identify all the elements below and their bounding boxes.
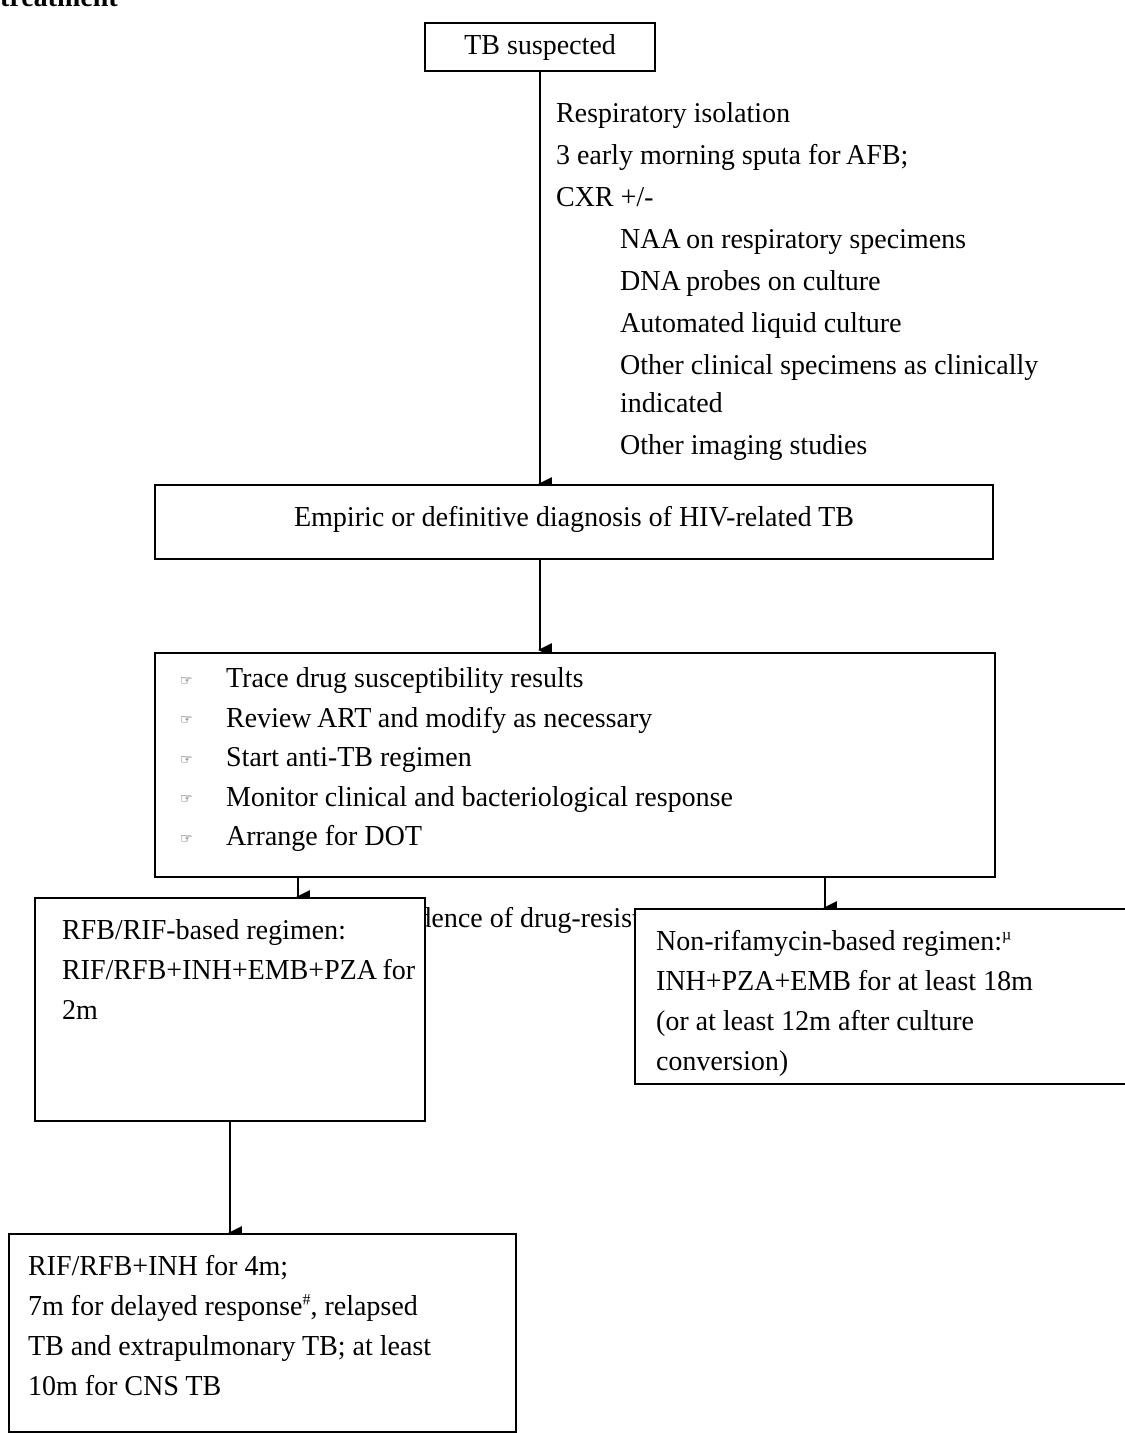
diagnosis-box: Empiric or definitive diagnosis of HIV-r…: [154, 484, 994, 560]
rif-regimen-line-1: RFB/RIF-based regimen:: [62, 915, 346, 946]
action-item: ☞Start anti-TB regimen: [180, 739, 733, 779]
tb-suspected-label: TB suspected: [464, 30, 616, 61]
page-title: treatment: [0, 0, 118, 18]
continuation-line-1: RIF/RFB+INH for 4m;: [28, 1251, 289, 1282]
pointing-hand-icon: ☞: [180, 672, 193, 689]
continuation-line-2: 7m for delayed response#, relapsed: [28, 1291, 418, 1322]
tb-suspected-box: TB suspected: [424, 22, 656, 72]
actions-list: ☞Trace drug susceptibility results ☞Revi…: [180, 660, 733, 858]
continuation-line-3: TB and extrapulmonary TB; at least: [28, 1331, 432, 1362]
mu-footnote-marker: µ: [1001, 926, 1012, 944]
workup-subitem-2: DNA probes on culture: [620, 266, 881, 297]
non-rif-regimen-box: Non-rifamycin-based regimen:µ INH+PZA+EM…: [634, 908, 1125, 1085]
actions-box: ☞Trace drug susceptibility results ☞Revi…: [154, 652, 996, 878]
workup-item-2: 3 early morning sputa for AFB;: [556, 140, 909, 171]
pointing-hand-icon: ☞: [180, 751, 193, 768]
workup-subitem-3: Automated liquid culture: [620, 308, 902, 339]
pointing-hand-icon: ☞: [180, 830, 193, 847]
continuation-line-4: 10m for CNS TB: [28, 1371, 222, 1402]
pointing-hand-icon: ☞: [180, 791, 193, 808]
action-item: ☞Review ART and modify as necessary: [180, 700, 733, 740]
non-rif-regimen-line-4: conversion): [656, 1046, 789, 1077]
hash-footnote-marker: #: [302, 1291, 311, 1309]
non-rif-regimen-line-1: Non-rifamycin-based regimen:µ: [656, 926, 1012, 957]
pointing-hand-icon: ☞: [180, 712, 193, 729]
rif-regimen-line-3: 2m: [62, 995, 98, 1026]
workup-subitem-4-cont: indicated: [620, 388, 723, 419]
non-rif-regimen-line-2: INH+PZA+EMB for at least 18m: [656, 966, 1033, 997]
workup-item-1: Respiratory isolation: [556, 98, 791, 129]
continuation-box: RIF/RFB+INH for 4m; 7m for delayed respo…: [8, 1233, 517, 1433]
workup-item-3: CXR +/-: [556, 182, 654, 213]
action-item: ☞Monitor clinical and bacteriological re…: [180, 779, 733, 819]
non-rif-regimen-line-3: (or at least 12m after culture: [656, 1006, 974, 1037]
workup-subitem-1: NAA on respiratory specimens: [620, 224, 967, 255]
workup-subitem-4: Other clinical specimens as clinically: [620, 350, 1039, 381]
diagnosis-label: Empiric or definitive diagnosis of HIV-r…: [294, 502, 854, 533]
rif-regimen-line-2: RIF/RFB+INH+EMB+PZA for: [62, 955, 416, 986]
action-item: ☞Trace drug susceptibility results: [180, 660, 733, 700]
action-item: ☞Arrange for DOT: [180, 818, 733, 858]
rif-regimen-box: RFB/RIF-based regimen: RIF/RFB+INH+EMB+P…: [34, 897, 426, 1122]
workup-subitem-5: Other imaging studies: [620, 430, 868, 461]
